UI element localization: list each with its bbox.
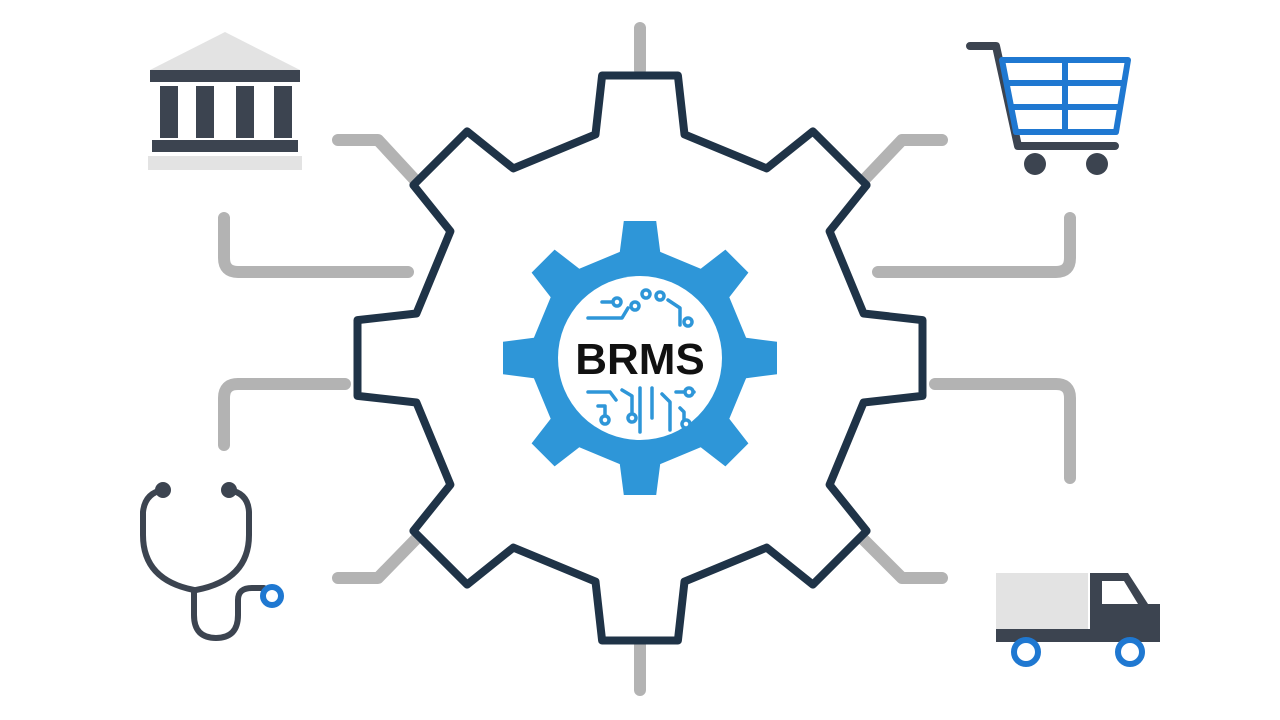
circuit-node	[654, 290, 666, 302]
circuit-node	[611, 296, 623, 308]
truck-wheel	[1115, 637, 1145, 667]
stethoscope-earpiece	[221, 482, 237, 498]
circuit-node	[599, 414, 611, 426]
circuit-node	[629, 300, 641, 312]
bank-base	[152, 140, 298, 152]
circuit-node	[682, 316, 694, 328]
circuit-trace	[660, 392, 672, 432]
bank-column	[196, 86, 214, 138]
circuit-node	[640, 288, 652, 300]
bank-column	[160, 86, 178, 138]
stethoscope-right-tube	[193, 487, 252, 593]
stethoscope-left-tube	[140, 487, 197, 593]
connector-left-lower	[218, 378, 351, 451]
connector-lines	[218, 22, 1076, 696]
circuit-trace	[620, 388, 634, 414]
truck-window	[1102, 581, 1138, 604]
connector-lower-left-diagonal	[332, 534, 421, 584]
circuit-trace	[586, 306, 630, 320]
connector-right-lower	[929, 378, 1076, 484]
stethoscope-icon	[140, 482, 284, 641]
connector-upper-right-diagonal	[858, 134, 948, 186]
cart-wheel	[1024, 153, 1046, 175]
connector-right-upper	[872, 212, 1076, 278]
shopping-cart-icon	[966, 42, 1131, 175]
circuit-node	[683, 386, 695, 398]
circuit-trace	[586, 390, 618, 402]
circuit-trace	[596, 404, 607, 418]
circuit-trace	[678, 406, 686, 422]
stethoscope-earpiece	[155, 482, 171, 498]
bank-step	[148, 156, 302, 170]
cart-basket-grid	[1005, 60, 1124, 132]
circuit-node	[626, 412, 638, 424]
truck-wheel	[1011, 637, 1041, 667]
circuit-trace	[666, 298, 682, 327]
connector-upper-left-diagonal	[332, 134, 421, 186]
bank-icon	[148, 32, 302, 170]
bank-column	[236, 86, 254, 138]
bank-entablature	[150, 70, 300, 82]
connector-left-upper	[218, 212, 414, 278]
circuit-node	[680, 418, 692, 430]
truck-chassis	[996, 629, 1160, 642]
cart-wheel	[1086, 153, 1108, 175]
circuit-pattern	[586, 288, 696, 434]
connector-lower-right-diagonal	[858, 534, 948, 584]
stethoscope-stem	[191, 585, 267, 641]
bank-column	[274, 86, 292, 138]
stethoscope-chestpiece	[260, 584, 284, 608]
truck-cargo	[996, 573, 1088, 629]
delivery-truck-icon	[996, 573, 1160, 667]
center-label: BRMS	[575, 335, 705, 384]
bank-roof	[150, 32, 300, 70]
